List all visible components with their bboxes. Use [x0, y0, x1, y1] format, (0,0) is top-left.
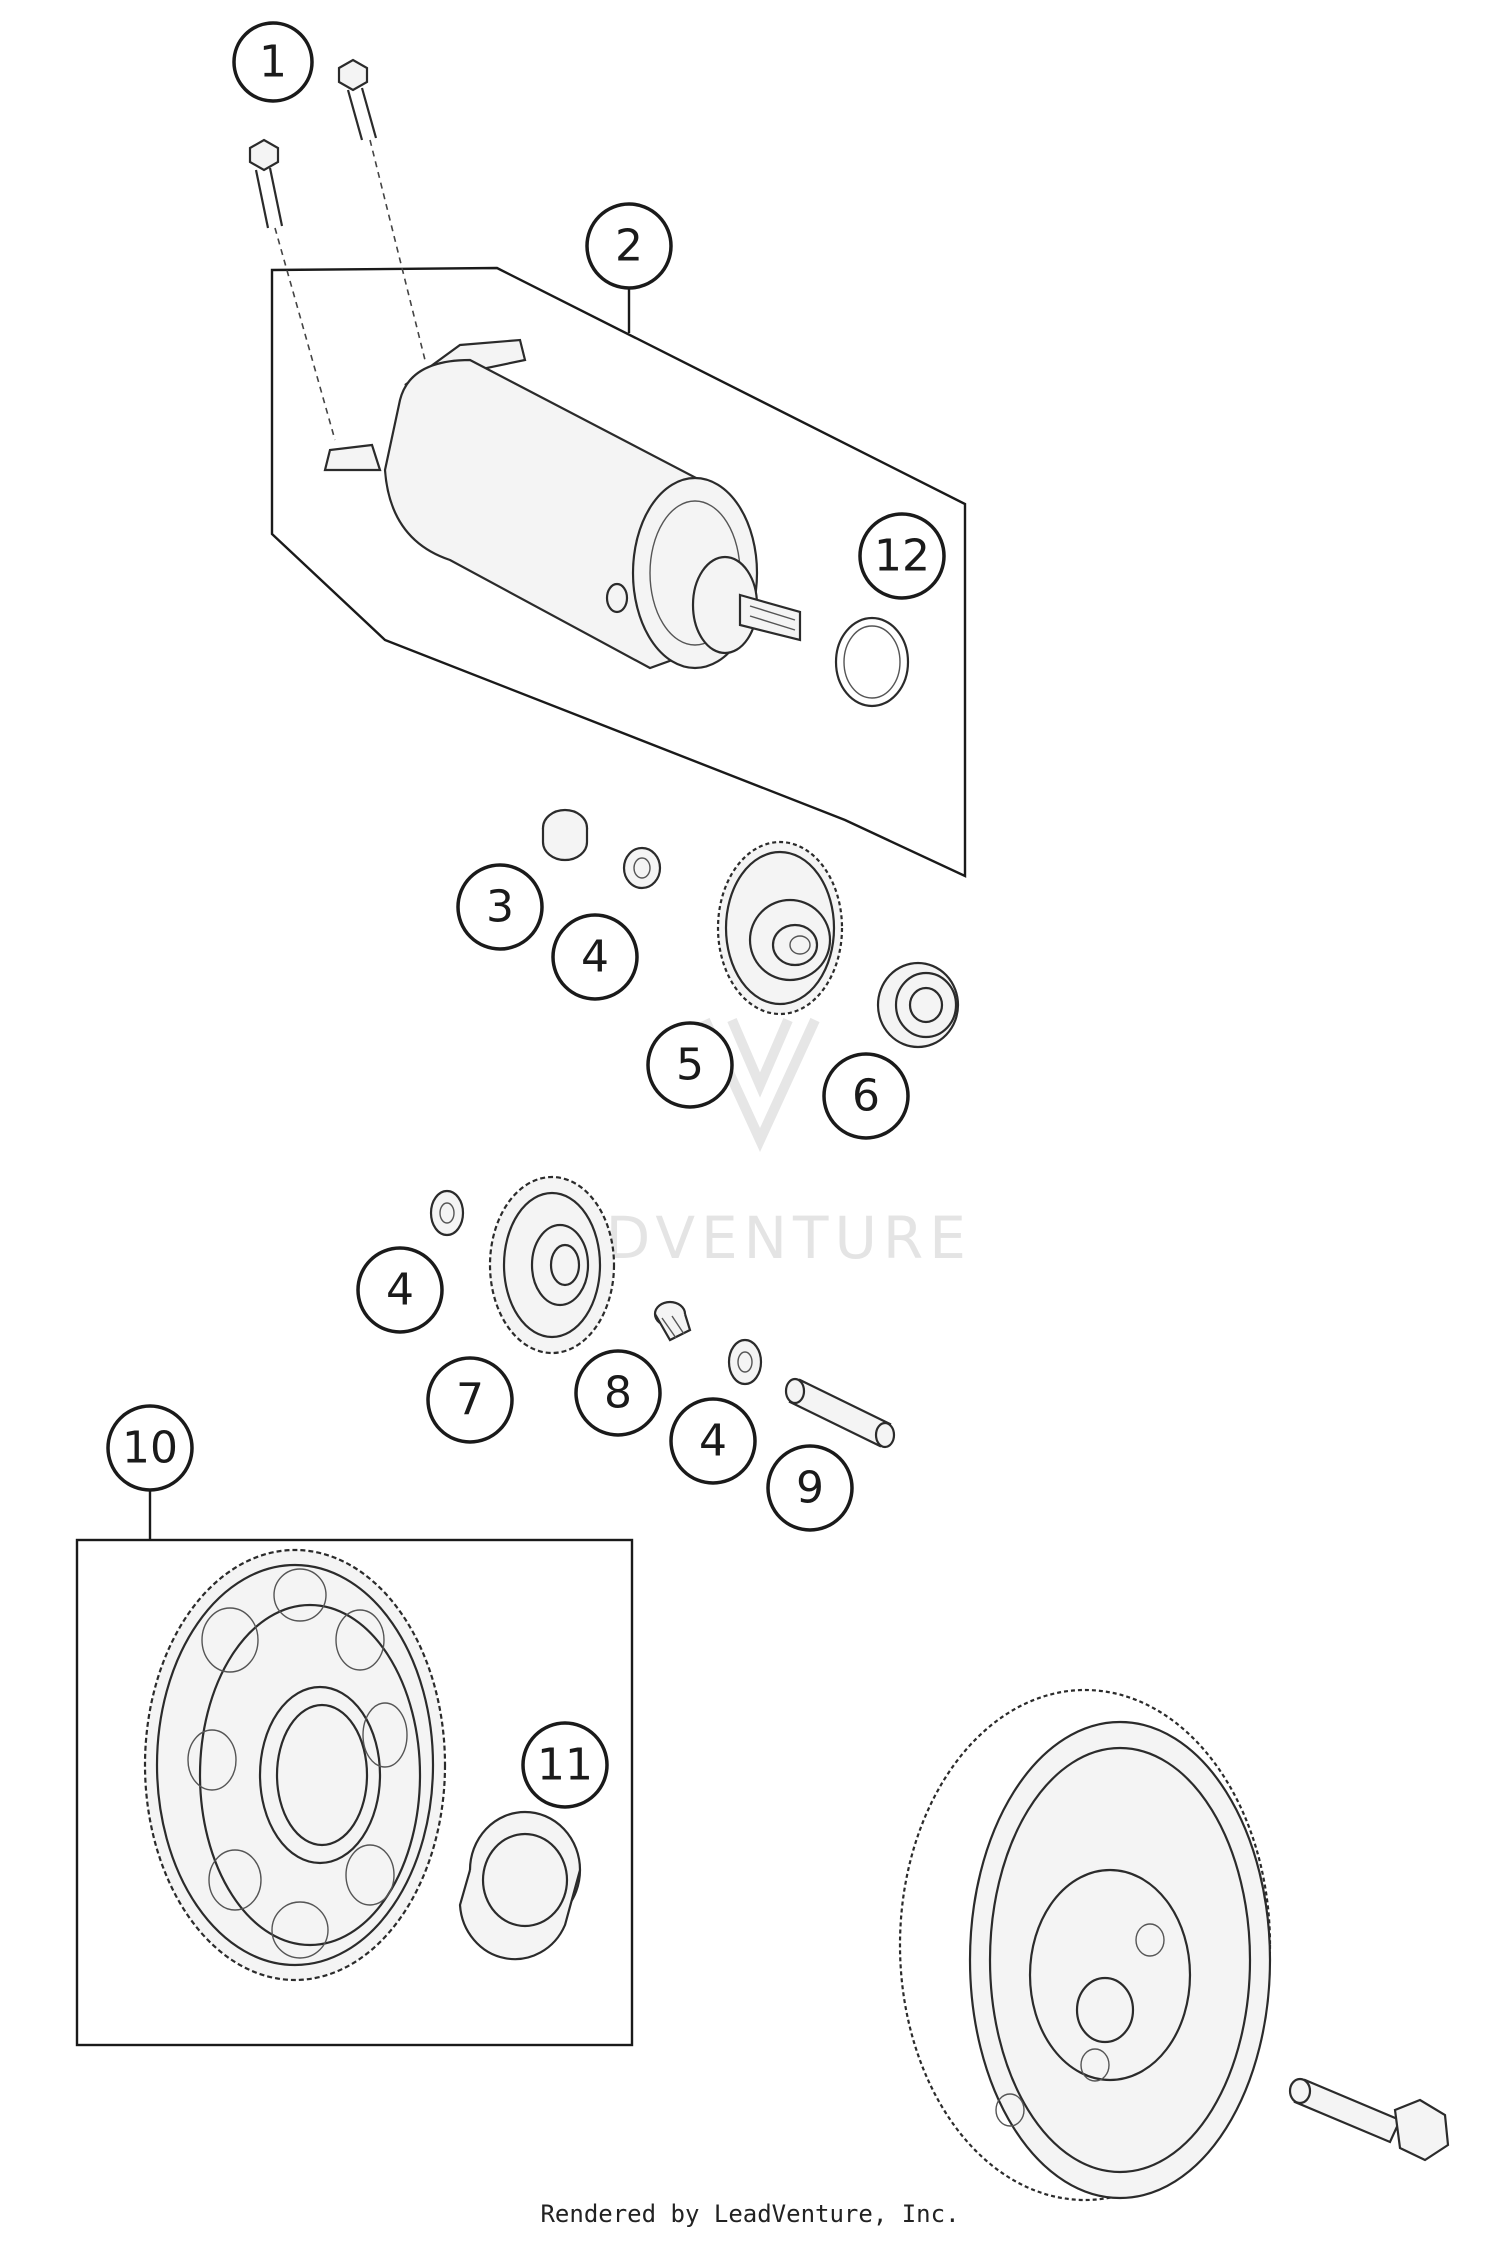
washer-part: [727, 1338, 763, 1386]
svg-text:2: 2: [615, 221, 643, 272]
watermark: ADVENTURE: [560, 1017, 972, 1272]
callout-4: 4: [551, 913, 639, 1001]
callout-3: 3: [456, 863, 544, 951]
footer-credit: Rendered by LeadVenture, Inc.: [540, 2200, 960, 2228]
shaft-part: [784, 1377, 896, 1449]
flywheel-part: [898, 1688, 1272, 2202]
callout-8: 8: [574, 1349, 662, 1437]
o-ring-part: [834, 616, 910, 708]
svg-text:4: 4: [386, 1265, 414, 1316]
needle-bearing-part: [653, 1300, 692, 1342]
callout-10: 10: [106, 1404, 194, 1492]
intermediate-gear-part: [716, 840, 844, 1016]
bolt-part: [248, 58, 426, 441]
callout-4: 4: [669, 1397, 757, 1485]
svg-text:6: 6: [852, 1071, 880, 1122]
svg-text:3: 3: [486, 882, 514, 933]
starter-motor-frame: [270, 266, 967, 878]
watermark-text: ADVENTURE: [560, 1204, 972, 1272]
callout-1: 1: [232, 21, 314, 103]
callout-12: 12: [858, 512, 946, 600]
svg-text:8: 8: [604, 1368, 632, 1419]
svg-text:4: 4: [581, 932, 609, 983]
washer-part: [429, 1189, 465, 1237]
flywheel-bolt-part: [1288, 2077, 1450, 2162]
callout-6: 6: [822, 1052, 910, 1140]
svg-text:10: 10: [122, 1423, 178, 1474]
freewheel-gear-part: [488, 1175, 616, 1355]
callout-4: 4: [356, 1246, 444, 1334]
svg-text:12: 12: [874, 531, 930, 582]
callout-9: 9: [766, 1444, 854, 1532]
starter-motor-part: [323, 338, 802, 670]
starter-gear-part: [143, 1548, 447, 1982]
callout-2: 2: [585, 202, 673, 290]
svg-text:5: 5: [676, 1040, 704, 1091]
washer-part: [622, 846, 662, 890]
svg-text:9: 9: [796, 1463, 824, 1514]
svg-text:1: 1: [259, 37, 287, 88]
ball-bearing-part: [876, 961, 960, 1049]
svg-text:4: 4: [699, 1416, 727, 1467]
svg-text:7: 7: [456, 1375, 484, 1426]
starter-gear-frame: [75, 1538, 634, 2047]
bushing-part: [541, 808, 589, 862]
callout-11: 11: [521, 1721, 609, 1809]
callout-7: 7: [426, 1356, 514, 1444]
svg-text:11: 11: [537, 1740, 593, 1791]
freewheel-ring-part: [458, 1810, 582, 1961]
callout-5: 5: [646, 1021, 734, 1109]
